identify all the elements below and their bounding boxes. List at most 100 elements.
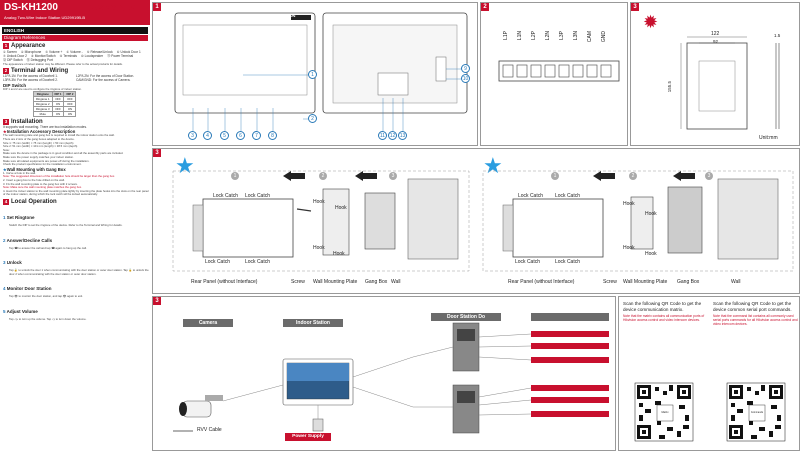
- list-item: ⑥ Unlock Door 1: [116, 50, 141, 54]
- qr-module: [755, 391, 759, 395]
- mounting-plate: [630, 196, 654, 250]
- qr-finder: [734, 430, 738, 434]
- screw-label: Screw: [603, 279, 617, 285]
- bar: [531, 343, 609, 349]
- terminal-block: [377, 72, 409, 96]
- qr-module: [683, 425, 689, 429]
- lock-catch-label: Lock Catch: [555, 193, 581, 199]
- terminal-label: L3P: [559, 31, 565, 40]
- dashed-frame: [482, 170, 794, 272]
- list-item: ⑧ Monitor/Switch: [30, 54, 56, 59]
- step-number: 2: [629, 172, 637, 180]
- table-cell: ON: [63, 111, 77, 118]
- list-item: Make sure all related equipments are pow…: [3, 158, 90, 163]
- qr-finder: [642, 430, 646, 434]
- pin: [544, 64, 556, 78]
- op-desc: Tap ◁+ to turn up the volume. Tap ◁- to …: [9, 316, 87, 321]
- header-bar: DS-KH1200 Analog Two-Wire Indoor Station…: [0, 0, 150, 25]
- screw-arrow: [296, 208, 312, 212]
- qr-module: [759, 427, 765, 431]
- lock-catch-label: Lock Catch: [245, 193, 271, 199]
- hook-label: Hook: [623, 245, 635, 251]
- dim-height: 155.5: [667, 81, 672, 93]
- bar: [531, 397, 609, 403]
- list-item: L1P/L1N: For the access of Doorbell 1.: [3, 74, 58, 79]
- qr-right-label: Commands: [750, 411, 764, 414]
- qr-module: [751, 435, 757, 439]
- terminal-lines: L1P/L1N: For the access of Doorbell 1. L…: [3, 74, 149, 82]
- qr-modules: [731, 385, 781, 439]
- op-number: 5: [3, 308, 6, 314]
- wall-steps: 1. Carve a hole in the wall. Note: The s…: [3, 171, 149, 197]
- qr-center: [656, 404, 674, 422]
- op-title: Monitor Door Station: [6, 286, 52, 292]
- gang-box-label: Gang Box: [677, 279, 700, 285]
- terminal-label: L3N: [573, 31, 579, 41]
- callout: 12: [388, 131, 397, 140]
- table-cell: Mute: [33, 111, 53, 118]
- qr-module: [679, 405, 685, 409]
- qr-modules: [639, 385, 689, 439]
- terminal-label: L1N: [517, 31, 523, 41]
- qr-center: [748, 404, 766, 422]
- arrow-icon: [291, 173, 305, 179]
- cable: [352, 386, 453, 408]
- qr-right-note: Note that the command list contains all …: [713, 314, 798, 327]
- camera-mount: [205, 395, 223, 401]
- list-item: There are 2 size of the gang boxes adapt…: [3, 137, 75, 141]
- door-camera: [457, 329, 475, 341]
- qr-module: [645, 409, 651, 413]
- qr-module: [777, 415, 781, 421]
- step-number: 2: [319, 172, 327, 180]
- list-item: Size 2: 51 mm (width) × 101 mm (length) …: [3, 144, 78, 149]
- table-cell: Ringtone 1: [33, 96, 53, 103]
- qr-module: [749, 421, 753, 425]
- op-desc: Tap 👁 to monitor the door station, and t…: [9, 294, 83, 299]
- indoor-station-label: Indoor Station: [283, 319, 343, 327]
- op-number: 4: [3, 286, 6, 292]
- installation-diagram: [172, 170, 794, 272]
- list-item: ③ Volume +: [45, 50, 63, 54]
- callout: 7: [252, 131, 261, 140]
- camera-body: [182, 400, 212, 418]
- right-group: [482, 170, 794, 272]
- op-desc: Tap ☎ to answer the call and tap ☎ again…: [9, 245, 87, 250]
- pin: [530, 64, 542, 78]
- callout: 3: [188, 131, 197, 140]
- list-item: ① Screen: [3, 50, 17, 54]
- callout: 9: [461, 64, 470, 73]
- qr-left-label: Matrix: [661, 411, 669, 414]
- qr-codes: [634, 382, 786, 442]
- arrow-icon: [593, 171, 601, 181]
- star-icon: ★: [3, 166, 7, 172]
- door-station-label: Door Station Do: [431, 313, 501, 321]
- callout: 8: [268, 131, 277, 140]
- brand-logo: HIKVISION: [88, 3, 136, 13]
- op-title: Unlock: [6, 260, 22, 266]
- mounting-plate: [322, 188, 350, 256]
- list-item: Size 1: 75 mm (width) × 75 mm (length) ×…: [3, 140, 74, 145]
- star-icon: ✹: [643, 12, 659, 32]
- cable: [478, 399, 532, 406]
- wall-label: Wall: [731, 279, 741, 285]
- unit-label: Unit:mm: [759, 135, 778, 141]
- plate-inner: [698, 60, 736, 112]
- rear-panel-label: Rear Panel (without Interface): [508, 279, 575, 285]
- arrow-icon: [681, 173, 695, 179]
- qr-module: [677, 431, 681, 437]
- qr-module: [639, 415, 643, 421]
- lock-catch-label: Lock Catch: [555, 259, 581, 265]
- qr-module: [667, 427, 673, 431]
- panel-number: 3: [153, 149, 161, 157]
- panel-qr: Scan the following QR Code to get the de…: [618, 296, 800, 451]
- panel-edge: [502, 204, 514, 252]
- rear-panel: [202, 198, 294, 258]
- accessory-lines: The wall mounting plate and gang box is …: [3, 134, 149, 166]
